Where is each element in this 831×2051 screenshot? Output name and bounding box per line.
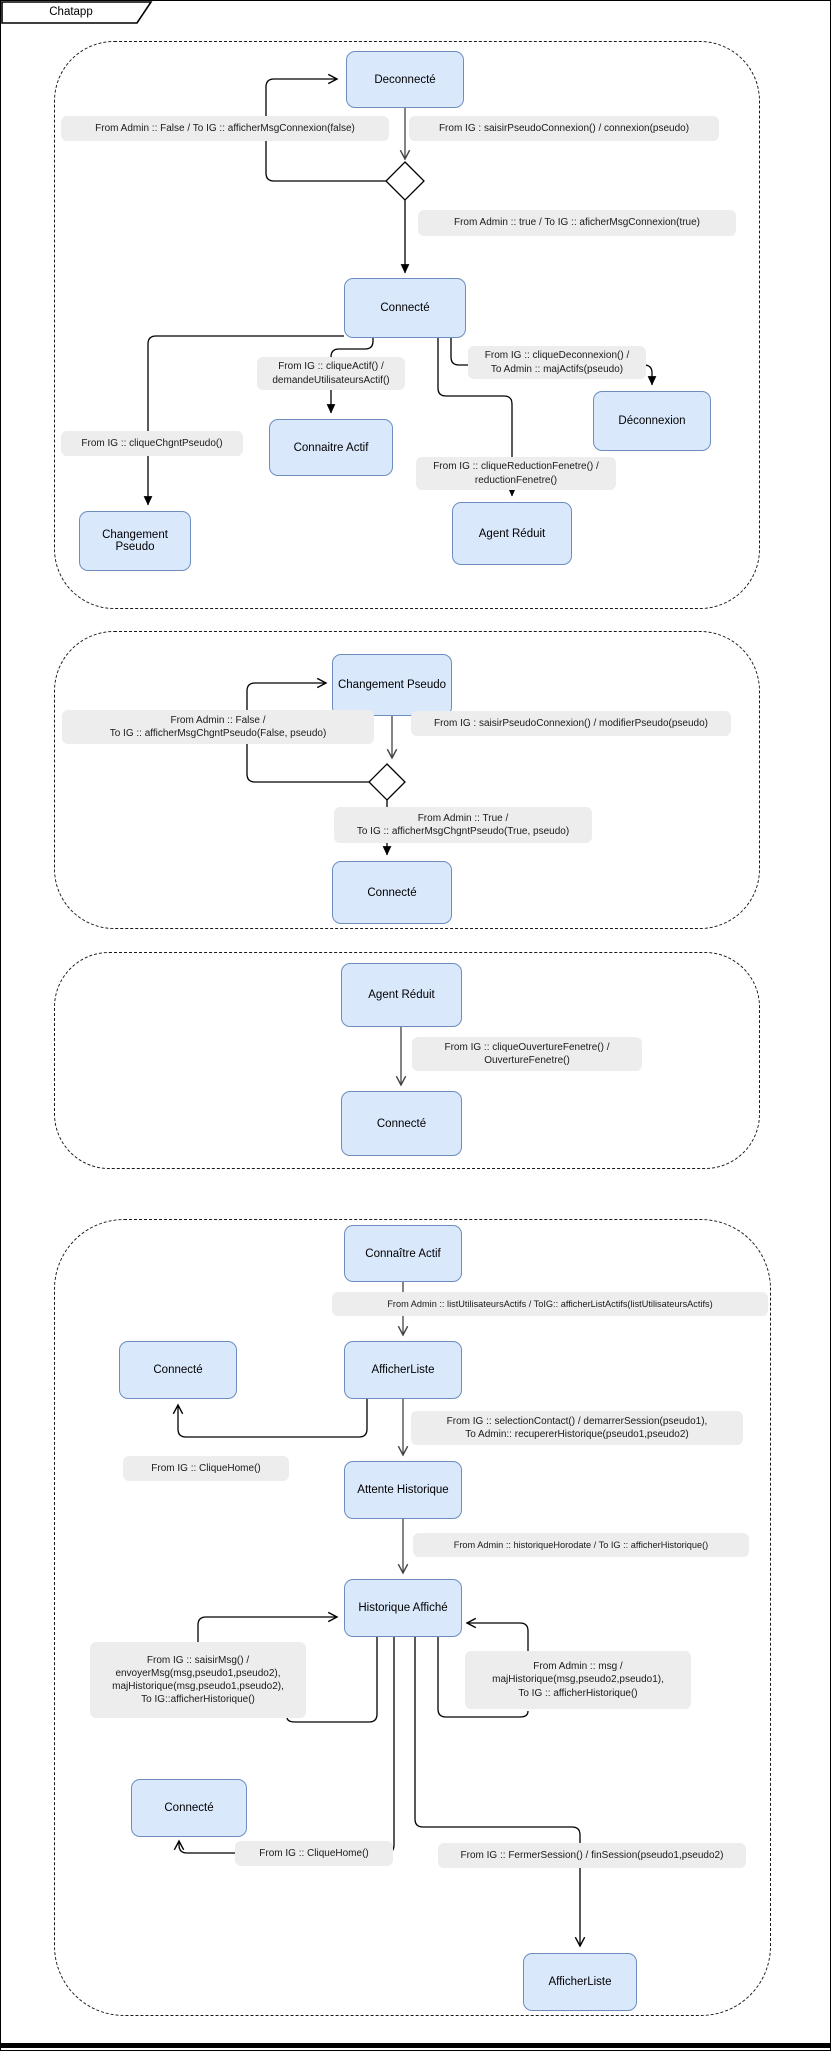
frame-title: Chatapp [49,6,93,18]
label-clique-actif[interactable]: From IG :: cliqueActif() / demandeUtilis… [257,357,405,390]
state-connaitre-actif-s4[interactable]: Connaître Actif [344,1225,462,1282]
section-container-connexion [54,41,760,609]
label-selection-contact[interactable]: From IG :: selectionContact() / demarrer… [411,1411,743,1445]
state-attente-historique[interactable]: Attente Historique [344,1461,462,1519]
state-afficher-liste[interactable]: AfficherListe [344,1341,462,1399]
state-agent-reduit-s1[interactable]: Agent Réduit [452,502,572,565]
state-deconnecte[interactable]: Deconnecté [346,51,464,108]
state-changement-pseudo-s2[interactable]: Changement Pseudo [332,654,452,716]
section-container-historique [54,1219,771,2016]
section-container-changement-pseudo [54,631,760,929]
state-agent-reduit-s3[interactable]: Agent Réduit [341,963,462,1027]
state-connecte-s3[interactable]: Connecté [341,1091,462,1156]
label-saisir-msg[interactable]: From IG :: saisirMsg() / envoyerMsg(msg,… [90,1642,306,1718]
label-clique-home-bas[interactable]: From IG :: CliqueHome() [235,1841,393,1866]
state-connecte-s2[interactable]: Connecté [332,861,452,924]
state-changement-pseudo-s1[interactable]: Changement Pseudo [79,511,191,571]
state-connecte-s1[interactable]: Connecté [344,278,466,338]
label-clique-reduction[interactable]: From IG :: cliqueReductionFenetre() / re… [416,457,616,490]
label-clique-home-haut[interactable]: From IG :: CliqueHome() [123,1456,289,1481]
frame-tab-shape [1,1,153,24]
label-admin-true-s2[interactable]: From Admin :: True / To IG :: afficherMs… [334,807,592,843]
section-container-agent-reduit [54,952,760,1169]
label-clique-deconnexion[interactable]: From IG :: cliqueDeconnexion() / To Admi… [468,346,646,379]
label-admin-false-s1[interactable]: From Admin :: False / To IG :: afficherM… [61,116,389,141]
state-connecte-s4-bas[interactable]: Connecté [131,1779,247,1837]
state-connecte-s4-haut[interactable]: Connecté [119,1341,237,1399]
label-saisir-pseudo-s2[interactable]: From IG : saisirPseudoConnexion() / modi… [411,711,731,736]
label-saisir-pseudo-s1[interactable]: From IG : saisirPseudoConnexion() / conn… [409,116,719,141]
label-list-actifs[interactable]: From Admin :: listUtilisateursActifs / T… [332,1292,768,1316]
label-clique-ouverture[interactable]: From IG :: cliqueOuvertureFenetre() / Ou… [412,1037,642,1071]
label-admin-msg[interactable]: From Admin :: msg / majHistorique(msg,ps… [465,1651,691,1709]
state-historique-affiche[interactable]: Historique Affiché [344,1579,462,1637]
state-afficher-liste-bas[interactable]: AfficherListe [523,1953,637,2011]
state-deconnexion[interactable]: Déconnexion [593,391,711,451]
label-admin-true-s1[interactable]: From Admin :: true / To IG :: aficherMsg… [418,210,736,236]
label-clique-chgnt-pseudo[interactable]: From IG :: cliqueChgntPseudo() [61,431,243,456]
frame-title-tab: Chatapp [1,1,161,25]
label-historique-horodate[interactable]: From Admin :: historiqueHorodate / To IG… [413,1533,749,1557]
state-connaitre-actif-s1[interactable]: Connaitre Actif [269,419,393,476]
frame-bottom-edge [1,2043,830,2048]
label-admin-false-s2[interactable]: From Admin :: False / To IG :: afficherM… [62,710,374,744]
label-fermer-session[interactable]: From IG :: FermerSession() / finSession(… [438,1843,746,1868]
